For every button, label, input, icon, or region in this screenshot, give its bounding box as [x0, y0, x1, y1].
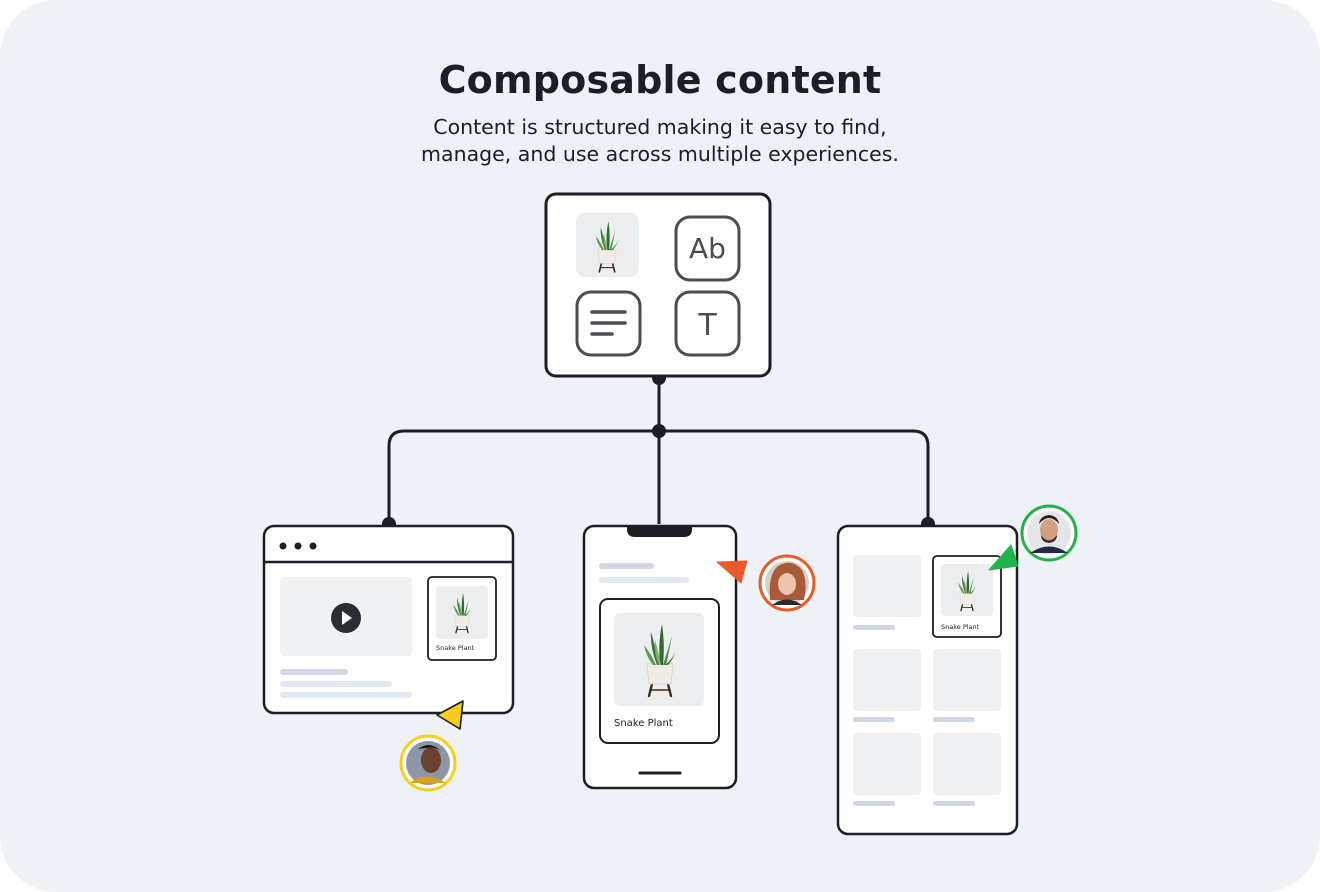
text-title-label: T — [697, 308, 717, 343]
connector-node — [652, 424, 666, 438]
phone-notch — [627, 525, 692, 537]
collaborator-avatar — [399, 734, 457, 792]
skeleton-line — [280, 692, 412, 698]
skeleton-line — [933, 717, 975, 722]
cursor-arrow-icon — [436, 700, 464, 730]
text-style-label: Ab — [689, 232, 726, 265]
cursor-arrow-icon — [988, 544, 1019, 571]
skeleton-line — [853, 625, 895, 630]
skeleton-line — [853, 801, 895, 806]
subtitle-line-2: manage, and use across multiple experien… — [421, 142, 899, 166]
product-card[interactable]: Snake Plant — [427, 576, 497, 661]
grid-tile[interactable] — [853, 733, 921, 795]
connector-lines — [387, 378, 930, 524]
skeleton-line — [280, 669, 348, 675]
page-subtitle: Content is structured making it easy to … — [0, 114, 1320, 168]
mobile-phone-frame: Snake Plant — [582, 524, 738, 790]
product-card-label: Snake Plant — [436, 644, 475, 652]
grid-tile[interactable] — [933, 649, 1001, 711]
collaborator-avatar — [1020, 504, 1078, 562]
tablet-frame: Snake Plant — [836, 524, 1019, 836]
video-player[interactable] — [280, 577, 412, 656]
collaborator-avatar — [758, 554, 816, 612]
grid-tile[interactable] — [853, 555, 921, 617]
window-dot-icon — [279, 542, 287, 550]
window-dot-icon — [309, 542, 317, 550]
content-hub: Ab T — [544, 192, 772, 378]
skeleton-line — [853, 717, 895, 722]
product-card[interactable]: Snake Plant — [599, 598, 720, 744]
product-card-label: Snake Plant — [941, 623, 980, 631]
subtitle-line-1: Content is structured making it easy to … — [433, 115, 887, 139]
cursor-arrow-icon — [716, 560, 748, 584]
plant-image-icon[interactable] — [576, 213, 639, 277]
grid-tile[interactable] — [853, 649, 921, 711]
skeleton-line — [933, 801, 975, 806]
product-card-label: Snake Plant — [614, 718, 673, 729]
skeleton-line — [280, 681, 392, 687]
window-dot-icon — [294, 542, 302, 550]
paragraph-lines-icon[interactable] — [575, 290, 642, 357]
grid-tile[interactable] — [933, 733, 1001, 795]
text-title-icon[interactable]: T — [674, 290, 741, 357]
web-browser-frame: Snake Plant — [262, 524, 515, 715]
skeleton-line — [599, 577, 689, 583]
text-style-icon[interactable]: Ab — [674, 215, 741, 282]
page-title: Composable content — [438, 58, 882, 102]
skeleton-line — [599, 563, 654, 569]
product-card[interactable]: Snake Plant — [932, 555, 1002, 638]
